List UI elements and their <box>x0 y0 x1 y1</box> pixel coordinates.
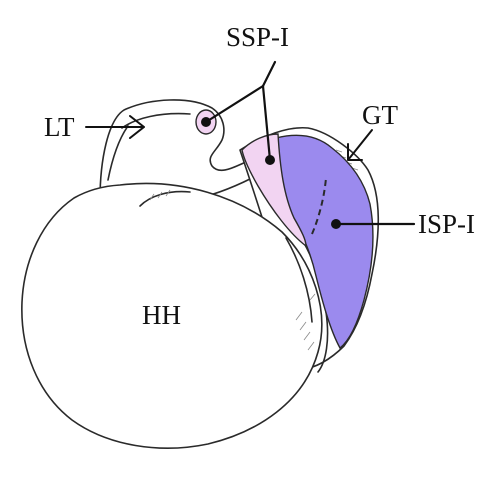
isp-dashed-boundary <box>311 177 327 235</box>
label-lt: LT <box>44 112 75 142</box>
ssp-leader-line-gt <box>261 84 272 162</box>
shading-stroke <box>149 189 171 201</box>
ssp-marker-dot-lt <box>201 117 211 127</box>
lt-arrow <box>85 115 145 139</box>
ssp-insertion-area-gt <box>241 133 307 248</box>
contour-line <box>107 125 129 181</box>
ssp-leader-stem <box>261 60 277 88</box>
contour-line <box>121 112 191 129</box>
label-ssp-i: SSP-I <box>226 22 290 52</box>
label-hh: HH <box>142 300 181 330</box>
shading-stroke <box>295 293 316 351</box>
ssp-leader-line-lt <box>204 84 265 124</box>
isp-marker-dot <box>331 219 341 229</box>
gt-arrow <box>347 129 373 161</box>
ssp-marker-dot-gt <box>265 155 275 165</box>
label-gt: GT <box>362 100 398 130</box>
label-isp-i: ISP-I <box>418 209 476 239</box>
contour-line <box>285 237 313 323</box>
humeral-head-outline <box>21 182 323 449</box>
